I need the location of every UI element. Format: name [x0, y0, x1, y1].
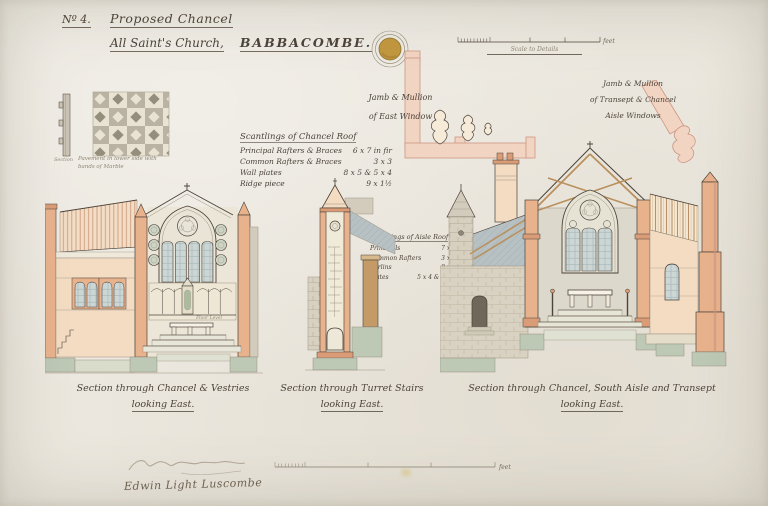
cross-finial [184, 183, 190, 190]
quatrefoil-opening [329, 220, 341, 232]
east-jamb-line2: of East Window [368, 112, 433, 121]
east-jamb-line1: Jamb & Mullion [368, 93, 433, 102]
sheet-title: Proposed Chancel [110, 11, 233, 28]
doorway [471, 295, 488, 328]
pavement-caption-line2: bands of Marble [78, 164, 124, 170]
altar [567, 289, 613, 308]
caption-text: Section through Chancel & Vestries [76, 383, 250, 394]
chancel-pier [237, 214, 251, 358]
section-chancel-vestries-drawing: Floor Level [45, 183, 263, 374]
jamb-plan-aisle-window [641, 80, 696, 163]
rose-tracery [579, 199, 601, 221]
turret-pyramid-roof [446, 189, 476, 218]
vestry-stair [57, 329, 74, 354]
scantlings-aisle-title: Scantlings of Aisle Roof [370, 233, 449, 242]
turret-doorway [326, 327, 344, 351]
lean-to-rafters [469, 217, 529, 260]
caption-text: Section through Chancel, South Aisle and… [468, 383, 716, 394]
east-window [158, 205, 217, 284]
chancel-pier [134, 216, 148, 358]
aisle-jamb-label: Jamb & Mullion of Transept & Chancel Ais… [558, 76, 708, 124]
caption-section-2: Section through Turret Stairs looking Ea… [277, 383, 427, 412]
details-scale-caption: Scale to Details [487, 46, 582, 55]
column-shaft-detail [371, 30, 409, 68]
mullion-profile [672, 125, 696, 163]
sheet-subtitle: All Saint's Church, BABBACOMBE. [110, 35, 373, 52]
pavement-caption: Pavement in lower side with bands of Mar… [78, 155, 157, 171]
vestry [45, 199, 138, 373]
architect-signature: Edwin Light Luscombe [123, 476, 263, 493]
tile-pavement-swatch [92, 91, 170, 157]
rose-tracery [177, 215, 198, 237]
south-aisle [645, 171, 727, 367]
aisle-jamb-line1: Jamb & Mullion [603, 79, 663, 88]
scale-unit-label: feet [602, 38, 615, 45]
section-chancel-aisle-transept-drawing [440, 141, 727, 373]
spiral-stairs [328, 246, 342, 312]
transept-exterior [440, 152, 529, 373]
mullion-profiles [431, 109, 493, 145]
moulding-section-bar [58, 93, 71, 157]
east-jamb-label: Jamb & Mullion of East Window [338, 88, 463, 126]
chancel-section [519, 141, 661, 351]
aisle-lancet-window [664, 263, 680, 301]
sanctuary-steps [142, 334, 242, 353]
floor-level-note: Floor Level [195, 315, 222, 321]
aisle-rafter-stripes [650, 194, 698, 242]
sheet-number: Nº 4. [62, 13, 91, 28]
details-scale-bar: feet [457, 37, 615, 45]
signature-flourish [128, 460, 246, 476]
caption-text: Section through Turret Stairs [280, 383, 424, 394]
pavement-caption-line1: Pavement in lower side with [78, 156, 157, 162]
pavement-section-label: Section [54, 157, 74, 163]
caption-section-3: Section through Chancel, South Aisle and… [462, 383, 722, 412]
vestry-windows [71, 277, 127, 310]
looking-east-label: looking East. [560, 399, 624, 412]
place-name: BABBACOMBE. [239, 35, 373, 52]
paper-stain [398, 466, 414, 479]
cross-finial [587, 141, 593, 148]
pavement-detail [58, 91, 170, 157]
aisle-buttress [691, 171, 727, 367]
scale-unit-label: feet [498, 464, 511, 471]
jamb-plan-east-window [371, 30, 536, 159]
chimney [494, 161, 518, 223]
scantlings-chancel-title: Scantlings of Chancel Roof [240, 132, 357, 143]
stair-turret [305, 178, 385, 371]
footer-scale-bar: feet [274, 462, 511, 471]
spire [321, 184, 349, 209]
section-turret-stairs-drawing [305, 178, 396, 371]
looking-east-label: looking East. [131, 399, 195, 412]
finial [333, 178, 337, 185]
reredos [148, 277, 237, 321]
scantlings-chancel-roof: Scantlings of Chancel Roof Principal Raf… [240, 124, 392, 189]
church-name: All Saint's Church, [110, 36, 224, 52]
east-window [561, 189, 619, 274]
aisle-jamb-line3: Aisle Windows [605, 111, 661, 120]
sanctuary-steps [525, 309, 655, 328]
looking-east-label: looking East. [320, 399, 384, 412]
reredos-figure [184, 289, 191, 311]
chancel-east-wall: Floor Level [45, 183, 263, 374]
chancel-pier [636, 199, 651, 328]
organ-pier [362, 259, 379, 328]
aisle-jamb-line2: of Transept & Chancel [589, 95, 677, 104]
chancel-pier [524, 199, 539, 328]
caption-section-1: Section through Chancel & Vestries looki… [58, 383, 268, 412]
wall-roundels [148, 224, 227, 266]
